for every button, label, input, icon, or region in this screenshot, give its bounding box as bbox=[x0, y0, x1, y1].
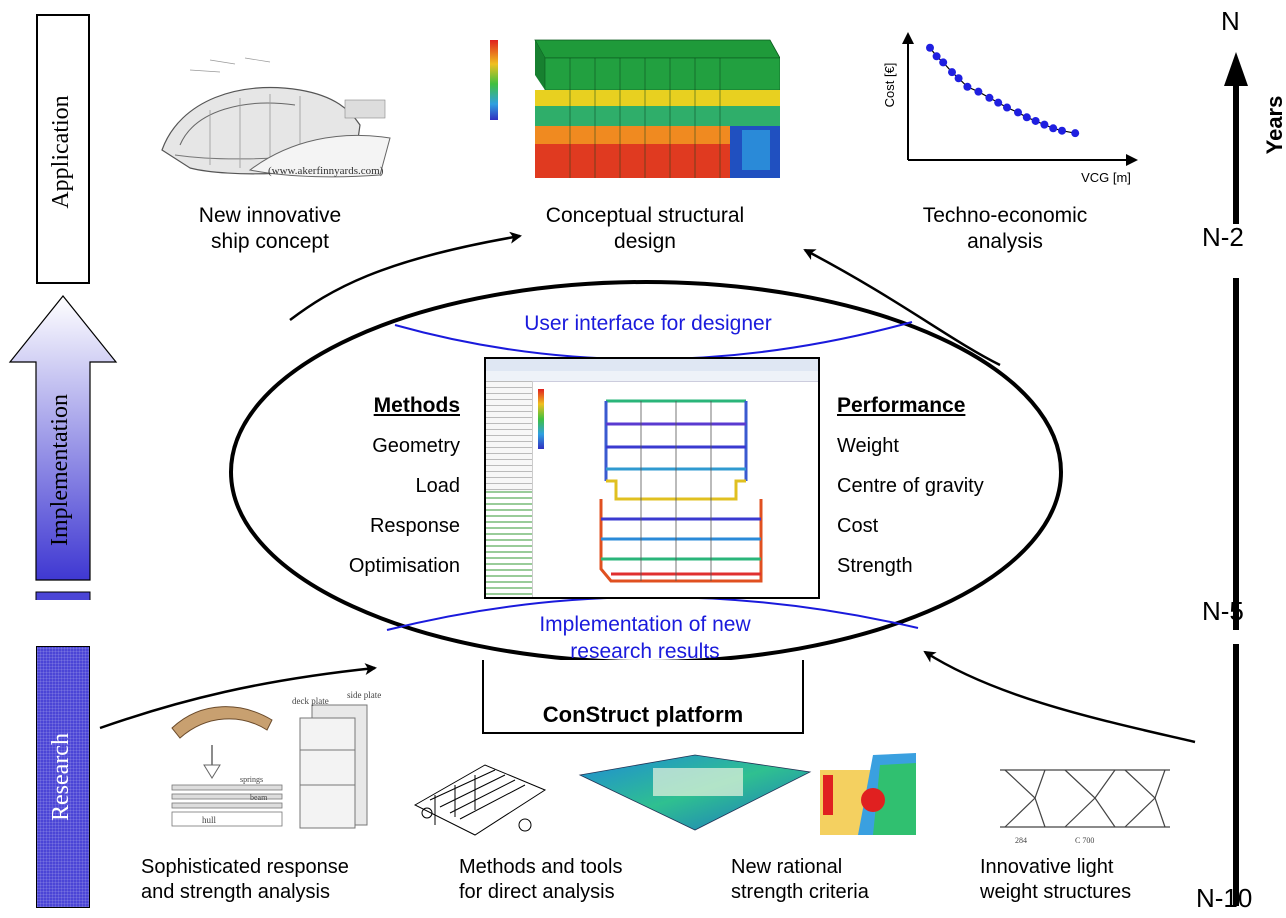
chart-point bbox=[948, 68, 956, 77]
svg-text:C 700: C 700 bbox=[1075, 836, 1094, 845]
chart-point bbox=[985, 93, 994, 102]
implementation-arrow bbox=[8, 295, 118, 600]
construct-platform-label: ConStruct platform bbox=[542, 702, 744, 727]
year-n-2: N-2 bbox=[1202, 222, 1244, 252]
performance-cog: Centre of gravity bbox=[837, 475, 984, 497]
chart-point bbox=[932, 52, 941, 61]
arrow-from-research-right bbox=[923, 650, 1196, 744]
method-response: Response bbox=[369, 515, 460, 537]
techno-economic-caption: Techno-economic analysis bbox=[922, 204, 1088, 253]
research-caption-4: Innovative light weight structures bbox=[980, 856, 1132, 903]
method-optimisation: Optimisation bbox=[348, 555, 460, 577]
structural-design-image bbox=[490, 39, 780, 178]
techno-economic-chart: Cost [€] VCG [m] bbox=[882, 32, 1138, 185]
application-box bbox=[36, 14, 90, 284]
svg-text:springs: springs bbox=[240, 775, 263, 784]
screenshot-toolbar bbox=[486, 371, 818, 382]
chart-point bbox=[1071, 129, 1080, 138]
direct-analysis-image bbox=[413, 764, 547, 836]
svg-text:284: 284 bbox=[1015, 836, 1027, 845]
ui-label: User interface for designer bbox=[524, 312, 772, 335]
chart-point bbox=[974, 87, 983, 96]
performance-cost: Cost bbox=[837, 515, 879, 537]
screenshot-legend bbox=[538, 389, 544, 449]
performance-strength: Strength bbox=[837, 555, 913, 577]
research-caption-1: Sophisticated response and strength anal… bbox=[141, 856, 349, 903]
screenshot-table bbox=[486, 491, 533, 597]
research-box bbox=[36, 646, 90, 908]
chart-point bbox=[1014, 108, 1022, 117]
software-screenshot bbox=[484, 357, 820, 599]
light-weight-structure-image: 284 C 700 bbox=[1000, 769, 1170, 845]
methods-list: Methods Geometry Load Response Optimisat… bbox=[300, 386, 460, 586]
chart-point bbox=[1003, 103, 1011, 112]
svg-text:side plate: side plate bbox=[347, 690, 381, 700]
research-caption-2: Methods and tools for direct analysis bbox=[459, 856, 623, 903]
ship-concept-image bbox=[161, 57, 391, 178]
chart-point bbox=[954, 74, 963, 83]
method-geometry: Geometry bbox=[372, 435, 460, 457]
screenshot-tree bbox=[486, 381, 533, 491]
year-n-10: N-10 bbox=[1196, 883, 1253, 913]
screenshot-midship-section bbox=[599, 399, 763, 583]
implementation-results-label: Implementation of new research results bbox=[539, 613, 751, 663]
performance-title: Performance bbox=[837, 394, 966, 417]
chart-point bbox=[1022, 113, 1031, 122]
research-caption-3: New rational strength criteria bbox=[731, 856, 869, 903]
svg-text:hull: hull bbox=[202, 815, 217, 825]
svg-text:beam: beam bbox=[250, 793, 268, 802]
arrow-to-design-right bbox=[803, 248, 1001, 367]
chart-point bbox=[963, 82, 972, 91]
years-arrow bbox=[1224, 52, 1248, 906]
strength-criteria-fe-image bbox=[820, 753, 916, 835]
chart-xlabel: VCG [m] bbox=[1081, 170, 1131, 185]
year-n: N bbox=[1221, 6, 1240, 36]
chart-point bbox=[1049, 124, 1058, 133]
chart-point bbox=[1058, 126, 1066, 135]
construct-platform-box bbox=[482, 660, 804, 734]
structural-design-caption: Conceptual structural design bbox=[545, 204, 745, 253]
chart-point bbox=[939, 58, 948, 67]
arrow-from-research-left bbox=[99, 663, 377, 730]
arrow-to-design-left bbox=[289, 231, 522, 322]
strength-criteria-plate-image bbox=[578, 754, 812, 831]
chart-point bbox=[994, 98, 1003, 107]
ship-credit: (www.akerfinnyards.com) bbox=[268, 165, 384, 177]
chart-point bbox=[926, 43, 934, 52]
year-n-5: N-5 bbox=[1202, 596, 1244, 626]
performance-weight: Weight bbox=[837, 435, 899, 457]
chart-point bbox=[1031, 116, 1040, 125]
methods-title: Methods bbox=[373, 394, 460, 417]
performance-list: Performance Weight Centre of gravity Cos… bbox=[837, 386, 1037, 586]
chart-point bbox=[1040, 120, 1049, 129]
method-load: Load bbox=[415, 475, 461, 497]
svg-text:deck plate: deck plate bbox=[292, 696, 329, 706]
chart-ylabel: Cost [€] bbox=[882, 63, 897, 108]
ship-concept-caption: New innovative ship concept bbox=[198, 204, 342, 253]
response-analysis-image: hull deck plate side plate springs beam bbox=[171, 690, 381, 829]
